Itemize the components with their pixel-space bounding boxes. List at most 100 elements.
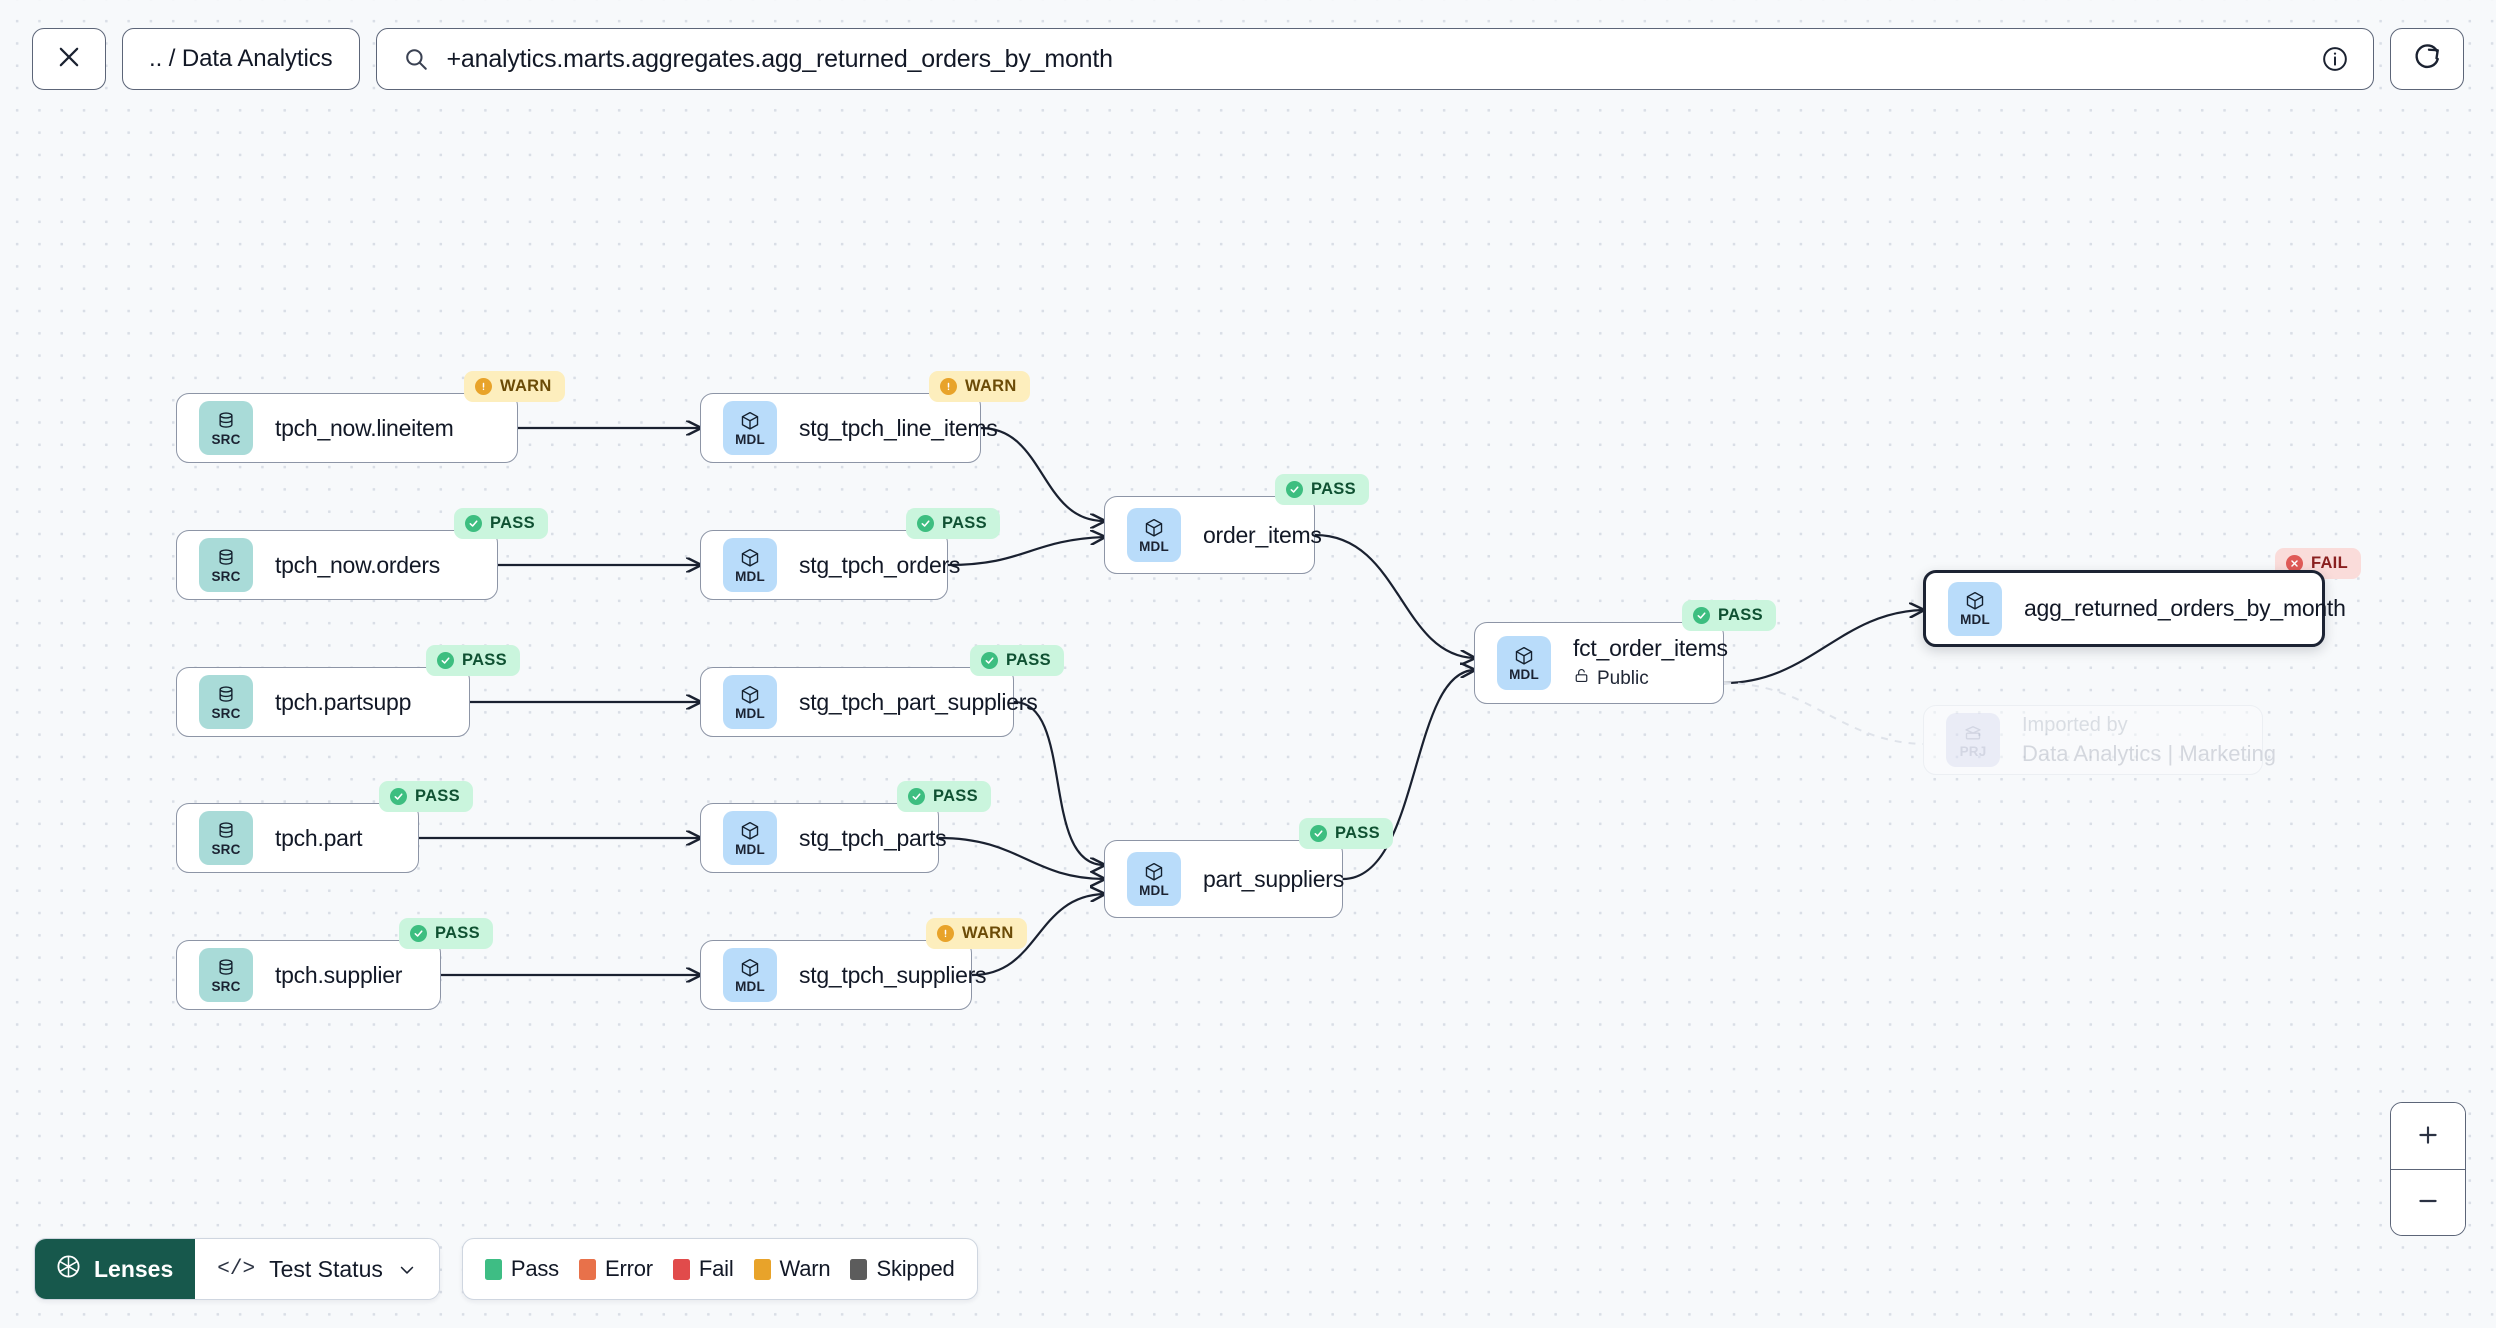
status-badge-tpch_supplier[interactable]: PASS	[399, 918, 493, 949]
node-type-chip: SRC	[199, 948, 253, 1002]
search-icon	[403, 46, 429, 72]
status-badge-stg_tpch_part_suppliers[interactable]: PASS	[970, 645, 1064, 676]
node-type-chip: SRC	[199, 538, 253, 592]
status-badge-fct_order_items[interactable]: PASS	[1682, 600, 1776, 631]
status-icon	[410, 925, 427, 942]
node-type-chip: MDL	[723, 675, 777, 729]
status-icon	[437, 652, 454, 669]
legend-item-error[interactable]: Error	[578, 1256, 653, 1282]
status-badge-stg_tpch_orders[interactable]: PASS	[906, 508, 1000, 539]
legend-item-fail[interactable]: Fail	[672, 1256, 734, 1282]
node-stg_tpch_part_suppliers[interactable]: MDL stg_tpch_part_suppliers	[700, 667, 1038, 737]
lenses-button[interactable]: Lenses	[35, 1239, 196, 1299]
search-input[interactable]: +analytics.marts.aggregates.agg_returned…	[446, 44, 1113, 73]
node-title: stg_tpch_orders	[799, 551, 961, 578]
node-title: stg_tpch_line_items	[799, 414, 998, 441]
node-type-label: SRC	[211, 978, 241, 994]
status-icon	[475, 378, 492, 395]
cube-icon	[739, 547, 761, 569]
node-tpch_supplier[interactable]: SRC tpch.supplier	[176, 940, 441, 1010]
top-toolbar: .. / Data Analytics +analytics.marts.agg…	[0, 0, 2496, 118]
node-body: part_suppliers	[1203, 865, 1344, 893]
search-field[interactable]: +analytics.marts.aggregates.agg_returned…	[375, 28, 2374, 90]
status-icon	[390, 788, 407, 805]
node-type-label: MDL	[1139, 538, 1169, 554]
cube-icon	[739, 684, 761, 706]
status-icon	[917, 515, 934, 532]
project-icon	[1962, 722, 1984, 744]
status-badge-tpch_partsupp[interactable]: PASS	[426, 645, 520, 676]
plus-icon	[2415, 1125, 2441, 1151]
refresh-button[interactable]	[2390, 28, 2464, 90]
node-type-chip: SRC	[199, 675, 253, 729]
cube-icon	[739, 820, 761, 842]
status-label: FAIL	[2311, 554, 2348, 572]
node-type-chip: MDL	[723, 948, 777, 1002]
status-icon	[981, 652, 998, 669]
node-stg_tpch_orders[interactable]: MDL stg_tpch_orders	[700, 530, 961, 600]
node-body: tpch.partsupp	[275, 689, 411, 716]
node-title: agg_returned_orders_by_month	[2024, 595, 2346, 621]
node-body: tpch.supplier	[275, 962, 402, 989]
node-tpch_now_orders[interactable]: SRC tpch_now.orders	[176, 530, 498, 600]
test-status-label: Test Status	[269, 1255, 383, 1282]
node-body: tpch_now.orders	[275, 552, 440, 579]
cube-icon	[1143, 517, 1165, 539]
status-badge-order_items[interactable]: PASS	[1275, 474, 1369, 505]
zoom-out-button[interactable]	[2391, 1169, 2465, 1235]
info-icon[interactable]	[2321, 45, 2349, 73]
status-badge-tpch_part[interactable]: PASS	[379, 781, 473, 812]
legend-label: Warn	[779, 1256, 831, 1281]
breadcrumb[interactable]: .. / Data Analytics	[122, 28, 360, 90]
status-badge-stg_tpch_suppliers[interactable]: WARN	[926, 918, 1027, 949]
node-title: tpch.partsupp	[275, 688, 412, 715]
zoom-in-button[interactable]	[2391, 1103, 2465, 1169]
node-body: stg_tpch_orders	[799, 551, 961, 579]
node-body: stg_tpch_parts	[799, 825, 947, 852]
minus-icon	[2415, 1199, 2441, 1217]
node-tpch_partsupp[interactable]: SRC tpch.partsupp	[176, 667, 470, 737]
database-icon	[215, 957, 237, 979]
zoom-controls	[2390, 1102, 2466, 1236]
legend-swatch	[753, 1258, 771, 1280]
legend-item-warn[interactable]: Warn	[753, 1256, 831, 1282]
legend-swatch	[578, 1258, 596, 1280]
bottom-toolbar: Lenses </> Test Status Pass Error Fail Warn…	[34, 1238, 978, 1300]
unlock-icon	[1573, 666, 1590, 691]
node-agg_returned_orders_by_month[interactable]: MDL agg_returned_orders_by_month	[1923, 570, 2346, 647]
status-badge-stg_tpch_line_items[interactable]: WARN	[929, 371, 1030, 402]
test-status-dropdown[interactable]: </> Test Status	[195, 1239, 439, 1299]
node-body: stg_tpch_part_suppliers	[799, 689, 1038, 716]
legend-swatch	[850, 1258, 868, 1280]
status-label: WARN	[500, 377, 552, 395]
status-badge-tpch_now_orders[interactable]: PASS	[454, 508, 548, 539]
close-icon	[55, 43, 83, 76]
imported-by-project: Data Analytics | Marketing	[2022, 740, 2276, 766]
node-type-chip: MDL	[723, 538, 777, 592]
status-badge-part_suppliers[interactable]: PASS	[1299, 818, 1393, 849]
status-badge-tpch_now_lineitem[interactable]: WARN	[464, 371, 565, 402]
status-badge-stg_tpch_parts[interactable]: PASS	[897, 781, 991, 812]
lenses-label: Lenses	[94, 1255, 174, 1282]
legend-item-pass[interactable]: Pass	[484, 1256, 559, 1282]
status-label: PASS	[1006, 651, 1051, 669]
legend-item-skipped[interactable]: Skipped	[850, 1256, 955, 1282]
node-title: part_suppliers	[1203, 865, 1344, 892]
status-label: PASS	[1311, 480, 1356, 498]
node-type-label: PRJ	[1959, 743, 1987, 759]
status-label: PASS	[490, 514, 535, 532]
node-type-chip: SRC	[199, 401, 253, 455]
close-button[interactable]	[32, 28, 106, 90]
node-type-label: MDL	[1960, 612, 1990, 628]
